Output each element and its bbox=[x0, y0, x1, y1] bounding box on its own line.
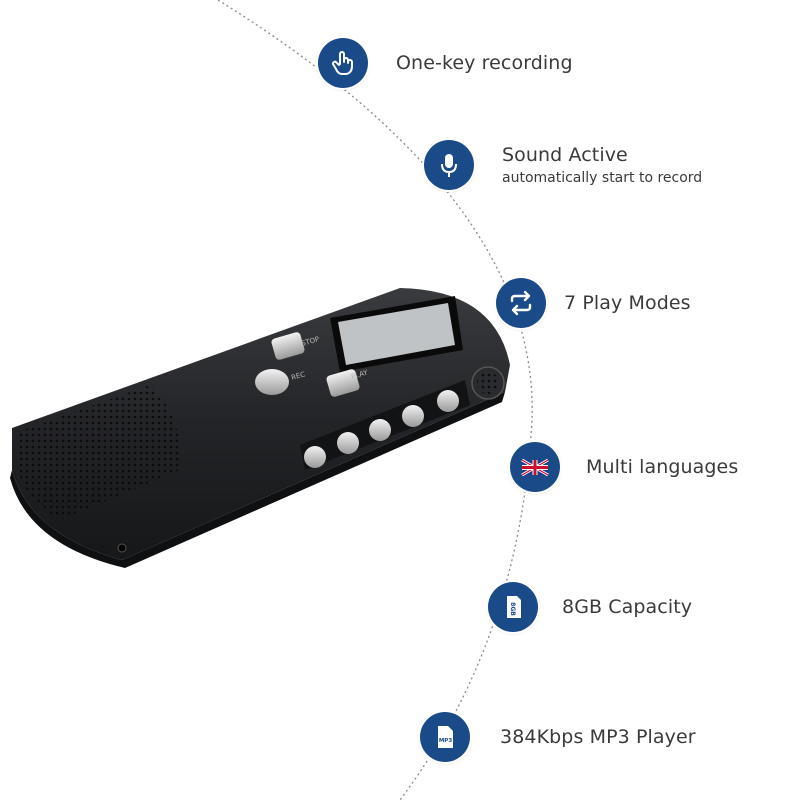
repeat-arrows-icon bbox=[496, 278, 546, 328]
microphone-icon bbox=[424, 140, 474, 190]
hand-tap-icon bbox=[318, 38, 368, 88]
feature-label: 384Kbps MP3 Player bbox=[500, 726, 696, 748]
side-button-1 bbox=[304, 446, 326, 468]
feature-label: 8GB Capacity bbox=[562, 596, 693, 618]
feature-label: 7 Play Modes bbox=[564, 292, 691, 314]
uk-flag-icon bbox=[510, 442, 560, 492]
mp3-file-icon: MP3 bbox=[420, 712, 470, 762]
side-button-4 bbox=[402, 405, 424, 427]
speaker-grille bbox=[18, 385, 181, 520]
feature-sublabel: automatically start to record bbox=[502, 170, 703, 186]
side-button-3 bbox=[369, 419, 391, 441]
headphone-jack bbox=[117, 543, 127, 553]
memory-card-icon: 8GB bbox=[488, 582, 538, 632]
feature-multi-languages: Multi languages bbox=[510, 442, 738, 492]
feature-label: One-key recording bbox=[396, 52, 573, 74]
side-button-2 bbox=[337, 432, 359, 454]
rec-label: REC bbox=[290, 370, 306, 382]
feature-label: Multi languages bbox=[586, 456, 739, 478]
play-button bbox=[326, 369, 360, 397]
feature-8gb-capacity: 8GB 8GB Capacity bbox=[488, 582, 692, 632]
rec-button bbox=[255, 369, 289, 395]
stop-button bbox=[271, 332, 305, 360]
svg-text:MP3: MP3 bbox=[439, 738, 453, 744]
side-button-5 bbox=[437, 390, 459, 412]
svg-text:8GB: 8GB bbox=[509, 602, 516, 616]
feature-sound-active: Sound Active automatically start to reco… bbox=[424, 140, 702, 190]
feature-one-key-recording: One-key recording bbox=[318, 38, 573, 88]
feature-label: Sound Active bbox=[502, 144, 628, 166]
feature-mp3-player: MP3 384Kbps MP3 Player bbox=[420, 712, 696, 762]
feature-play-modes: 7 Play Modes bbox=[496, 278, 691, 328]
